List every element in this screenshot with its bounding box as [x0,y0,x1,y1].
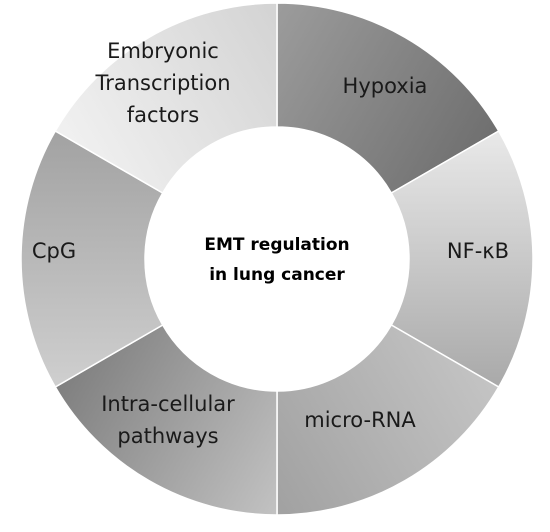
segment-label-intra-cellular-pathways-line-2: pathways [117,424,218,448]
segment-label-nf-kb: NF-κB [447,239,509,263]
segment-label-micro-rna: micro-RNA [304,408,416,432]
segment-label-embryonic-transcription-factors-line-3: factors [127,103,199,127]
center-label-line-1: EMT regulation [204,235,349,255]
center-label-line-2: in lung cancer [209,265,345,285]
center-hub: EMT regulation in lung cancer [145,127,409,391]
segment-label-cpg: CpG [32,239,76,263]
segment-label-hypoxia: Hypoxia [343,74,428,98]
segment-label-embryonic-transcription-factors-line-2: Transcription [94,71,230,95]
center-circle [145,127,409,391]
segment-label-intra-cellular-pathways-line-1: Intra-cellular [101,392,235,416]
segment-label-embryonic-transcription-factors-line-1: Embryonic [107,39,219,63]
